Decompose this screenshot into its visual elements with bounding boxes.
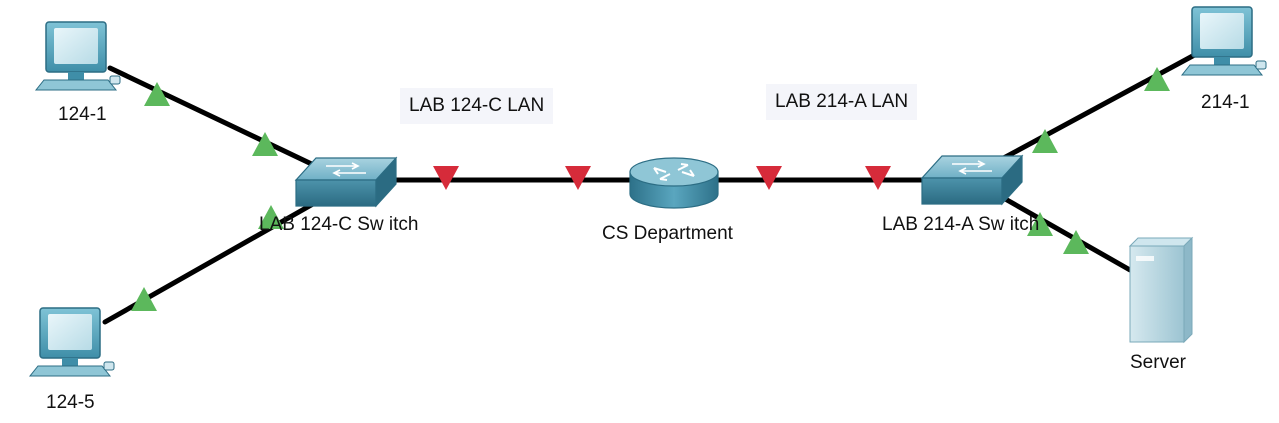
link-switch-to-server xyxy=(997,193,1133,273)
switch-label-right: LAB 214-A Sw itch xyxy=(882,214,1040,235)
router-icon[interactable] xyxy=(629,157,719,209)
pc-label-124-5: 124-5 xyxy=(46,392,95,413)
link-up-marker xyxy=(131,287,157,311)
lan-label-left: LAB 124-C LAN xyxy=(400,88,554,124)
link-124-1-to-switch xyxy=(107,65,323,171)
lan-label-right: LAB 214-A LAN xyxy=(766,84,918,120)
router-label: CS Department xyxy=(602,223,733,244)
pc-icon[interactable] xyxy=(29,307,115,377)
pc-icon[interactable] xyxy=(35,21,121,91)
pc-label-124-1: 124-1 xyxy=(58,104,107,125)
switch-label-left: LAB 124-C Sw itch xyxy=(259,214,419,235)
server-label: Server xyxy=(1130,352,1186,373)
switch-icon[interactable] xyxy=(920,154,1024,206)
switch-icon[interactable] xyxy=(294,156,398,208)
pc-label-214-1: 214-1 xyxy=(1201,92,1250,113)
pc-icon[interactable] xyxy=(1181,6,1267,76)
server-icon[interactable] xyxy=(1128,236,1194,344)
link-switch-to-214-1 xyxy=(997,49,1203,163)
